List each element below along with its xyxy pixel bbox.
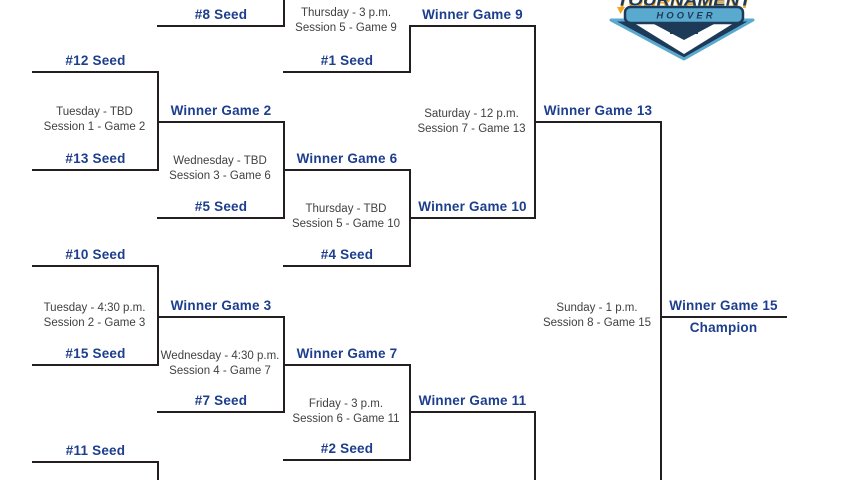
tournament-logo: TOURNAMENT TOURNAMENT HOOVER	[604, 0, 760, 62]
winner-game-2-label: Winner Game 2	[170, 103, 272, 118]
game-11-date: Friday - 3 p.m.	[308, 398, 384, 410]
winner-game-9-label: Winner Game 9	[422, 7, 523, 22]
game-11-session: Session 6 - Game 11	[292, 413, 400, 425]
seed-12-line	[32, 71, 159, 73]
winner-game-6-line	[283, 169, 411, 171]
game-6-date: Wednesday - TBD	[173, 155, 267, 167]
winner-game-6-label: Winner Game 6	[296, 151, 398, 166]
game-6-connector	[283, 121, 285, 219]
seed-1-label: #1 Seed	[320, 53, 374, 68]
seed-2-label: #2 Seed	[320, 441, 374, 456]
winner-game-13-label: Winner Game 13	[543, 103, 653, 118]
game-7-schedule: Wednesday - 4:30 p.m. Session 4 - Game 7	[157, 349, 283, 379]
game-10-connector	[409, 169, 411, 267]
game-13-session: Session 7 - Game 13	[417, 123, 526, 135]
winner-game-3-label: Winner Game 3	[170, 298, 272, 313]
logo-hoover-text: HOOVER	[656, 11, 715, 22]
game-2-schedule: Tuesday - TBD Session 1 - Game 2	[32, 105, 157, 135]
champion-label: Champion	[689, 320, 758, 335]
game-7-session: Session 4 - Game 7	[169, 365, 271, 377]
game-3-date: Tuesday - 4:30 p.m.	[43, 302, 146, 314]
logo-chevron-notch	[670, 23, 698, 34]
game-10-date: Thursday - TBD	[305, 203, 387, 215]
seed-15-label: #15 Seed	[65, 346, 126, 361]
seed-7-line	[157, 411, 285, 413]
seed-12-label: #12 Seed	[65, 53, 126, 68]
game-3-connector	[157, 265, 159, 366]
winner-game-13-line	[534, 121, 662, 123]
seed-1-line	[283, 71, 411, 73]
game-10-session: Session 5 - Game 10	[291, 218, 401, 230]
seed-5-label: #5 Seed	[194, 199, 248, 214]
seed-13-line	[32, 169, 159, 171]
game-7-date: Wednesday - 4:30 p.m.	[160, 350, 280, 362]
game-15-date: Sunday - 1 p.m.	[556, 302, 638, 314]
game-13-schedule: Saturday - 12 p.m. Session 7 - Game 13	[409, 107, 534, 137]
game-15-connector	[660, 121, 662, 480]
game-3-session: Session 2 - Game 3	[43, 317, 146, 329]
seed-8-line	[157, 25, 285, 27]
winner-game-15-label: Winner Game 15	[669, 298, 778, 313]
game-13-connector	[534, 25, 536, 219]
seed-2-line	[283, 459, 411, 461]
seed-7-label: #7 Seed	[194, 393, 248, 408]
game-13-date: Saturday - 12 p.m.	[424, 108, 519, 120]
seed-11-label: #11 Seed	[65, 443, 126, 458]
winner-game-10-label: Winner Game 10	[418, 199, 527, 214]
logo-chevron-icon	[634, 23, 734, 54]
game-7-connector	[283, 316, 285, 413]
winner-game-7-line	[283, 364, 411, 366]
seed-13-label: #13 Seed	[65, 151, 126, 166]
seed-5-line	[157, 217, 285, 219]
game-11-schedule: Friday - 3 p.m. Session 6 - Game 11	[283, 397, 409, 427]
game-6-session: Session 3 - Game 6	[169, 170, 271, 182]
seed-4-line	[283, 265, 411, 267]
game-3-schedule: Tuesday - 4:30 p.m. Session 2 - Game 3	[32, 301, 157, 331]
winner-game-9-line	[409, 25, 536, 27]
seed-8-label: #8 Seed	[194, 7, 248, 22]
winner-game-11-line	[409, 411, 536, 413]
winner-game-15-line	[660, 316, 787, 318]
winner-game-7-label: Winner Game 7	[296, 346, 398, 361]
logo-hoover-banner	[623, 5, 745, 25]
winner-game-3-line	[157, 316, 285, 318]
game-5-connector	[283, 0, 285, 27]
game-9-session: Session 5 - Game 9	[295, 22, 397, 34]
game-9-schedule: Thursday - 3 p.m. Session 5 - Game 9	[283, 6, 409, 36]
game-15-schedule: Sunday - 1 p.m. Session 8 - Game 15	[534, 301, 660, 331]
seed-10-line	[32, 265, 159, 267]
seed-4-label: #4 Seed	[320, 247, 374, 262]
game-11-connector	[409, 364, 411, 461]
game-15-session: Session 8 - Game 15	[542, 317, 652, 329]
game-2-session: Session 1 - Game 2	[43, 121, 146, 133]
game-9-connector	[409, 25, 411, 73]
game-4-connector	[157, 461, 159, 480]
winner-game-2-line	[157, 121, 285, 123]
game-10-schedule: Thursday - TBD Session 5 - Game 10	[283, 202, 409, 232]
game-14-connector	[534, 411, 536, 480]
game-2-connector	[157, 71, 159, 171]
game-9-date: Thursday - 3 p.m.	[300, 7, 392, 19]
seed-10-label: #10 Seed	[65, 247, 126, 262]
seed-11-line	[32, 461, 159, 463]
winner-game-10-line	[409, 217, 536, 219]
logo-tournament-text: TOURNAMENT	[617, 0, 753, 10]
winner-game-11-label: Winner Game 11	[418, 393, 527, 408]
logo-gold-accent	[617, 7, 625, 14]
game-2-date: Tuesday - TBD	[56, 106, 133, 118]
game-6-schedule: Wednesday - TBD Session 3 - Game 6	[157, 154, 283, 184]
seed-15-line	[32, 364, 159, 366]
